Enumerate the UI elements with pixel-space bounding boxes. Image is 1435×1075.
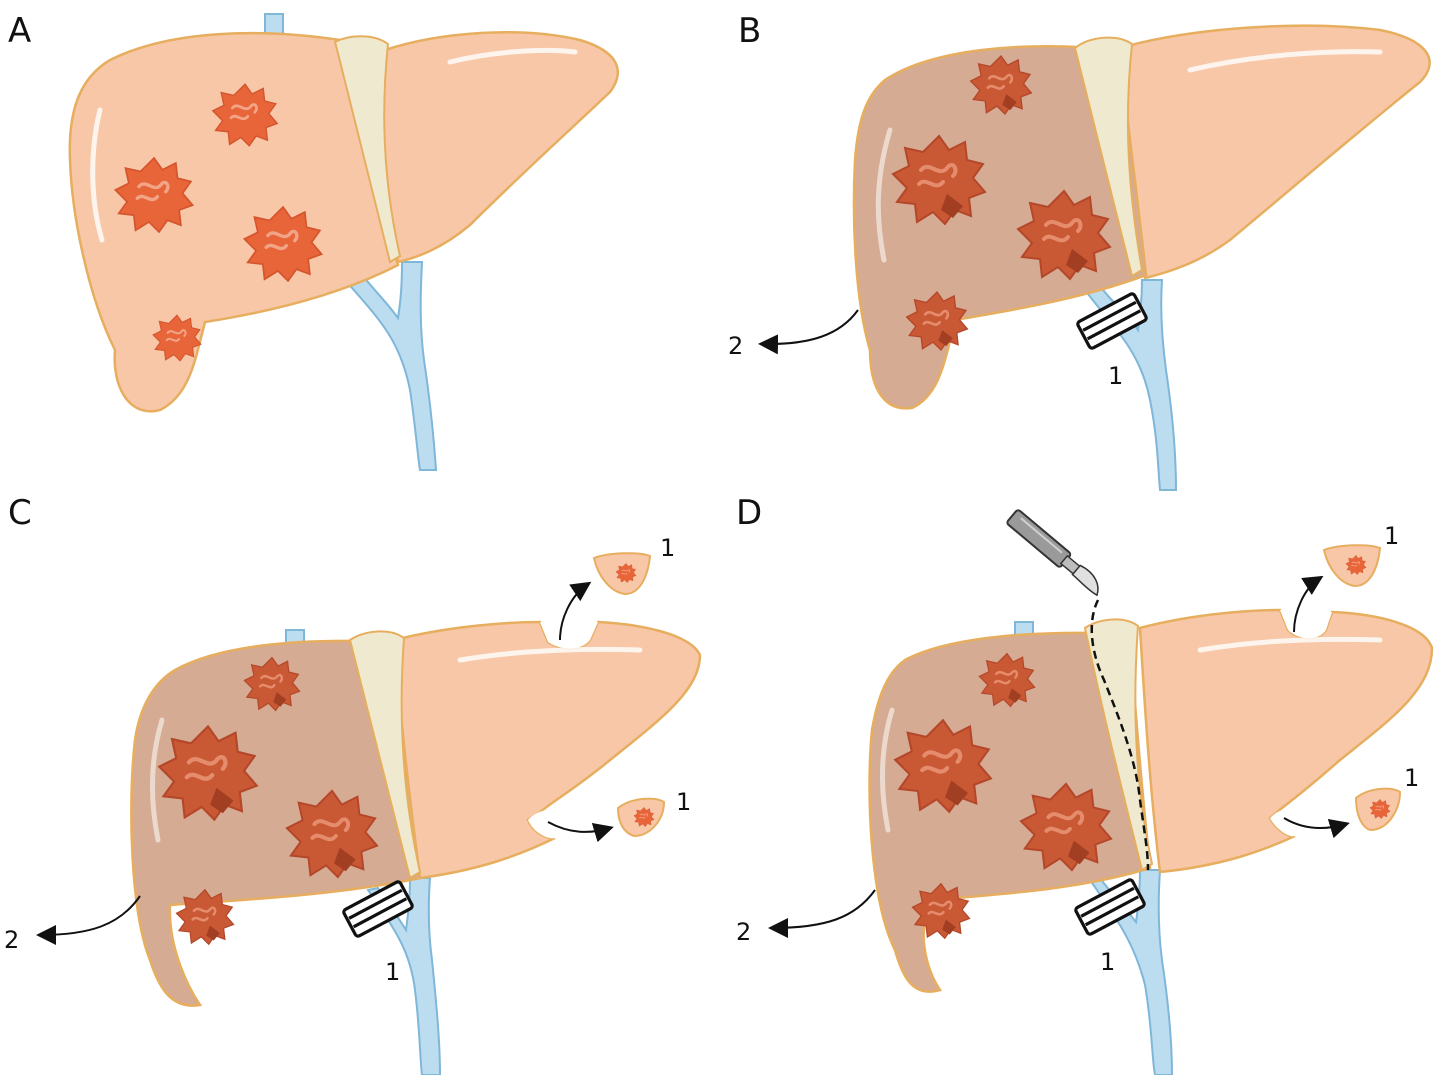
resection-notch (540, 622, 598, 649)
label-1: 1 (676, 788, 691, 816)
panel-letter-d: D (736, 493, 762, 533)
resection-notch (1270, 808, 1300, 837)
portal-vein (1088, 869, 1174, 1075)
label-1: 1 (1100, 948, 1115, 976)
arrow (547, 821, 614, 843)
label-1: 1 (1384, 522, 1399, 550)
panel-d: D 1 1 2 1 (736, 493, 1434, 1075)
arrow (559, 581, 592, 641)
panel-letter-c: C (8, 493, 32, 533)
arrow (1283, 817, 1350, 839)
arrow (758, 309, 859, 355)
arrow (1293, 575, 1324, 633)
liver-highlight (879, 707, 895, 833)
liver-left-lobe (1118, 24, 1431, 280)
resection-notch (528, 810, 560, 839)
liver-highlight (875, 127, 893, 263)
portal-vein (366, 877, 442, 1075)
panel-letter-a: A (8, 11, 31, 51)
liver-highlight-left (1187, 49, 1383, 73)
liver-highlight (149, 717, 165, 843)
arrow (768, 889, 876, 938)
portal-vein (1083, 279, 1178, 491)
liver-highlight-left (447, 47, 578, 65)
portal-vein (343, 261, 438, 471)
label-2: 2 (728, 332, 743, 360)
label-1: 1 (1404, 764, 1419, 792)
gallbladder (333, 35, 402, 264)
label-2: 2 (736, 918, 751, 946)
label-1: 1 (385, 958, 400, 986)
liver-highlight (90, 107, 105, 243)
liver-left-lobe (379, 31, 619, 264)
panel-b: B 2 1 (728, 11, 1431, 491)
liver-left-lobe (393, 620, 702, 880)
label-1: 1 (660, 534, 675, 562)
gallbladder (1073, 36, 1144, 278)
panel-a: A (8, 11, 619, 471)
resection-notch (1280, 610, 1332, 639)
arrow (36, 895, 141, 945)
label-1: 1 (1108, 362, 1123, 390)
label-2: 2 (4, 926, 19, 954)
panel-c: C 1 1 2 1 (4, 493, 702, 1075)
liver-highlight-left (1197, 636, 1383, 653)
scalpel-icon (1006, 509, 1099, 597)
panel-letter-b: B (738, 11, 761, 51)
gallbladder (348, 630, 422, 880)
liver-highlight-left (457, 646, 643, 663)
